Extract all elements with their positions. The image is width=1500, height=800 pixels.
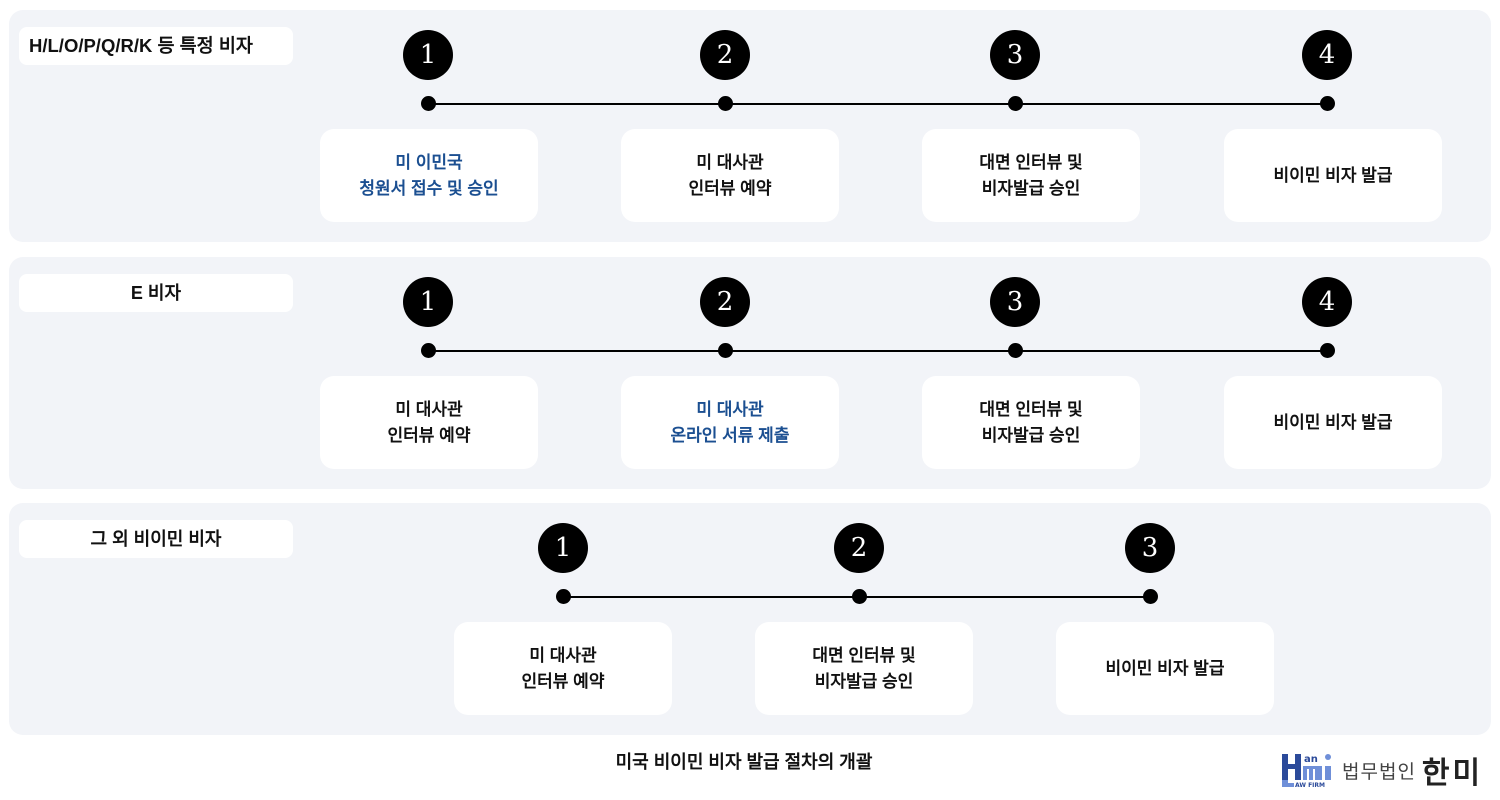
hanmi-logo-icon: an AW FIRM <box>1282 752 1334 789</box>
law-firm-logo: an AW FIRM 법무법인 한미 <box>1282 752 1483 790</box>
timeline-dot <box>851 589 867 604</box>
step-number-badge: 1 <box>403 277 453 327</box>
step-card: 미 대사관 온라인 서류 제출 <box>621 376 839 469</box>
timeline-dot <box>420 96 436 111</box>
step-card: 미 대사관 인터뷰 예약 <box>621 129 839 222</box>
step-number-badge: 3 <box>1125 523 1175 573</box>
timeline-dot <box>717 96 733 111</box>
timeline-track <box>428 102 1327 105</box>
panel-label: H/L/O/P/Q/R/K 등 특정 비자 <box>19 27 293 65</box>
timeline-dot <box>1007 96 1023 111</box>
timeline-dot <box>555 589 571 604</box>
step-card: 비이민 비자 발급 <box>1056 622 1274 715</box>
step-number-badge: 3 <box>990 277 1040 327</box>
step-number-badge: 2 <box>700 30 750 80</box>
logo-text-firm-type: 법무법인 <box>1342 761 1416 783</box>
step-number-badge: 3 <box>990 30 1040 80</box>
step-number-badge: 2 <box>834 523 884 573</box>
step-card: 대면 인터뷰 및 비자발급 승인 <box>755 622 973 715</box>
step-card: 대면 인터뷰 및 비자발급 승인 <box>922 129 1140 222</box>
process-panel-e-visa: E 비자 1 미 대사관 인터뷰 예약 2 미 대사관 온라인 서류 제출 3 … <box>9 257 1491 489</box>
svg-text:AW FIRM: AW FIRM <box>1295 782 1325 788</box>
process-panel-specific-visas: H/L/O/P/Q/R/K 등 특정 비자 1 미 이민국 청원서 접수 및 승… <box>9 10 1491 242</box>
step-number-badge: 1 <box>538 523 588 573</box>
process-panel-other-visas: 그 외 비이민 비자 1 미 대사관 인터뷰 예약 2 대면 인터뷰 및 비자발… <box>9 503 1491 735</box>
timeline-dot <box>717 343 733 358</box>
panel-label: 그 외 비이민 비자 <box>19 520 293 558</box>
step-card: 미 대사관 인터뷰 예약 <box>454 622 672 715</box>
svg-text:an: an <box>1304 754 1318 765</box>
logo-text-firm-name: 한미 <box>1421 757 1484 790</box>
timeline-dot <box>1319 96 1335 111</box>
step-number-badge: 4 <box>1302 277 1352 327</box>
step-number-badge: 4 <box>1302 30 1352 80</box>
timeline-dot <box>420 343 436 358</box>
step-card: 미 이민국 청원서 접수 및 승인 <box>320 129 538 222</box>
figure-caption: 미국 비이민 비자 발급 절차의 개괄 <box>615 752 873 772</box>
step-number-badge: 1 <box>403 30 453 80</box>
panel-label: E 비자 <box>19 274 293 312</box>
timeline-dot <box>1007 343 1023 358</box>
timeline-dot <box>1142 589 1158 604</box>
step-card: 비이민 비자 발급 <box>1224 129 1442 222</box>
timeline-track <box>428 349 1327 352</box>
step-card: 비이민 비자 발급 <box>1224 376 1442 469</box>
step-number-badge: 2 <box>700 277 750 327</box>
timeline-dot <box>1319 343 1335 358</box>
step-card: 미 대사관 인터뷰 예약 <box>320 376 538 469</box>
step-card: 대면 인터뷰 및 비자발급 승인 <box>922 376 1140 469</box>
